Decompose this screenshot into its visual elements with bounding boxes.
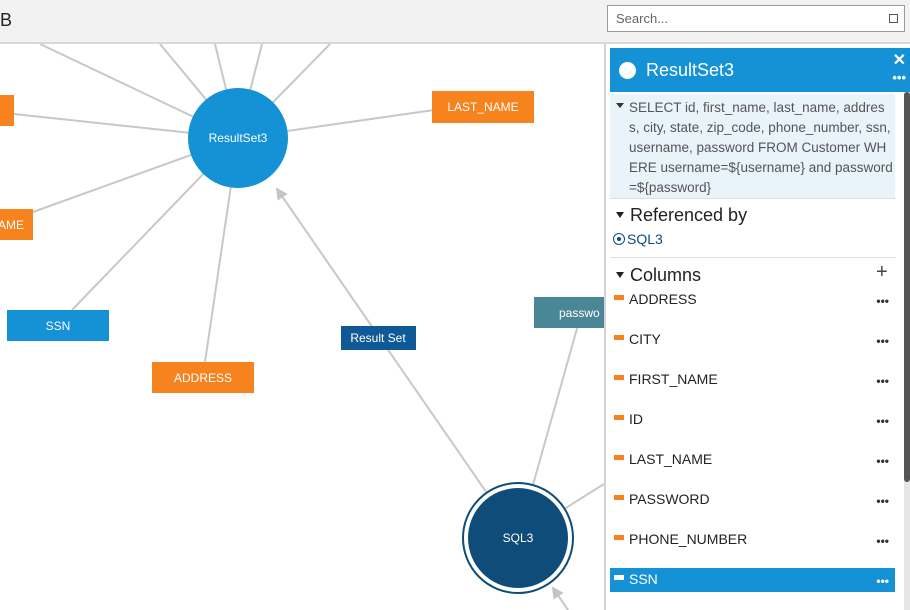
radio-target-icon (613, 233, 625, 245)
referenced-by-item-sql3[interactable]: SQL3 (613, 231, 663, 247)
column-label: PASSWORD (629, 491, 710, 507)
graph-rect-node-orange-left[interactable] (0, 95, 14, 126)
column-label: ADDRESS (629, 291, 697, 307)
column-label: CITY (629, 331, 661, 347)
ellipsis-icon[interactable]: ••• (876, 374, 889, 388)
panel-scrollbar[interactable] (904, 92, 910, 610)
column-marker-icon (614, 575, 624, 580)
column-marker-icon (614, 415, 624, 420)
graph-rect-label: AME (0, 218, 24, 232)
column-row-password[interactable]: PASSWORD ••• (610, 488, 895, 512)
ellipsis-icon[interactable]: ••• (876, 494, 889, 508)
panel-header: ResultSet3 ✕ ••• (610, 48, 910, 92)
column-row-phone-number[interactable]: PHONE_NUMBER ••• (610, 528, 895, 552)
divider (610, 198, 896, 199)
column-marker-icon (614, 295, 624, 300)
query-section: SELECT id, first_name, last_name, addres… (610, 94, 895, 198)
graph-edge-label-result-set[interactable]: Result Set (341, 326, 416, 350)
ellipsis-icon[interactable]: ••• (876, 414, 889, 428)
column-row-city[interactable]: CITY ••• (610, 328, 895, 352)
graph-node-label: SQL3 (503, 531, 534, 545)
graph-rect-label: LAST_NAME (447, 100, 518, 114)
column-row-first-name[interactable]: FIRST_NAME ••• (610, 368, 895, 392)
graph-node-resultset3[interactable]: ResultSet3 (188, 88, 288, 188)
section-title: Referenced by (630, 205, 748, 225)
graph-rect-node-ssn[interactable]: SSN (7, 310, 109, 341)
query-text: SELECT id, first_name, last_name, addres… (629, 100, 893, 195)
search-box[interactable] (607, 5, 905, 32)
ellipsis-icon[interactable]: ••• (876, 294, 889, 308)
close-icon[interactable]: ✕ (892, 52, 906, 69)
ellipsis-icon[interactable]: ••• (876, 454, 889, 468)
column-marker-icon (614, 455, 624, 460)
ellipsis-icon[interactable]: ••• (876, 534, 889, 548)
graph-node-sql3[interactable]: SQL3 (462, 482, 574, 594)
ellipsis-icon[interactable]: ••• (892, 70, 906, 85)
node-circle-icon (619, 62, 636, 79)
column-label: LAST_NAME (629, 451, 713, 467)
column-label: FIRST_NAME (629, 371, 718, 387)
column-row-last-name[interactable]: LAST_NAME ••• (610, 448, 895, 472)
graph-rect-node-address[interactable]: ADDRESS (152, 362, 254, 393)
column-marker-icon (614, 335, 624, 340)
collapse-caret-icon (616, 211, 624, 218)
column-label: ID (629, 411, 643, 427)
graph-rect-label: Result Set (350, 331, 406, 345)
app-title: B (0, 10, 13, 30)
ellipsis-icon[interactable]: ••• (876, 334, 889, 348)
expand-icon[interactable] (889, 14, 898, 23)
graph-rect-node-name[interactable]: AME (0, 209, 33, 240)
panel-title: ResultSet3 (646, 60, 735, 80)
graph-node-label: ResultSet3 (209, 131, 268, 145)
graph-rect-node-password[interactable]: passwo (534, 297, 604, 328)
graph-edge (275, 187, 519, 539)
column-label: SSN (629, 571, 658, 587)
details-panel: ResultSet3 ✕ ••• SELECT id, first_name, … (610, 48, 910, 610)
divider (610, 257, 896, 258)
section-title: Columns (630, 265, 702, 285)
columns-header[interactable]: Columns (610, 265, 701, 286)
graph-rect-label: passwo (559, 306, 600, 320)
graph-rect-node-last-name[interactable]: LAST_NAME (432, 91, 534, 123)
column-row-address[interactable]: ADDRESS ••• (610, 288, 895, 312)
column-marker-icon (614, 495, 624, 500)
scrollbar-thumb[interactable] (904, 92, 910, 482)
graph-svg[interactable]: ResultSet3 SQL3 LAST_NAME AME SSN ADDRES… (0, 44, 604, 610)
graph-rect-label: ADDRESS (174, 371, 232, 385)
column-row-ssn[interactable]: SSN ••• (610, 568, 895, 592)
top-bar: B (0, 0, 910, 44)
panel-splitter[interactable] (604, 44, 606, 610)
referenced-by-label: SQL3 (627, 231, 663, 247)
graph-edge (551, 586, 569, 610)
column-marker-icon (614, 535, 624, 540)
column-row-id[interactable]: ID ••• (610, 408, 895, 432)
graph-rect-label: SSN (46, 319, 71, 333)
search-input[interactable] (608, 6, 894, 31)
column-label: PHONE_NUMBER (629, 531, 748, 547)
plus-icon[interactable]: + (876, 261, 888, 283)
referenced-by-header[interactable]: Referenced by (610, 205, 747, 226)
graph-canvas[interactable]: ResultSet3 SQL3 LAST_NAME AME SSN ADDRES… (0, 44, 604, 610)
ellipsis-icon[interactable]: ••• (876, 574, 889, 588)
collapse-caret-icon (616, 271, 624, 278)
column-marker-icon (614, 375, 624, 380)
collapse-caret-icon[interactable] (616, 103, 624, 108)
